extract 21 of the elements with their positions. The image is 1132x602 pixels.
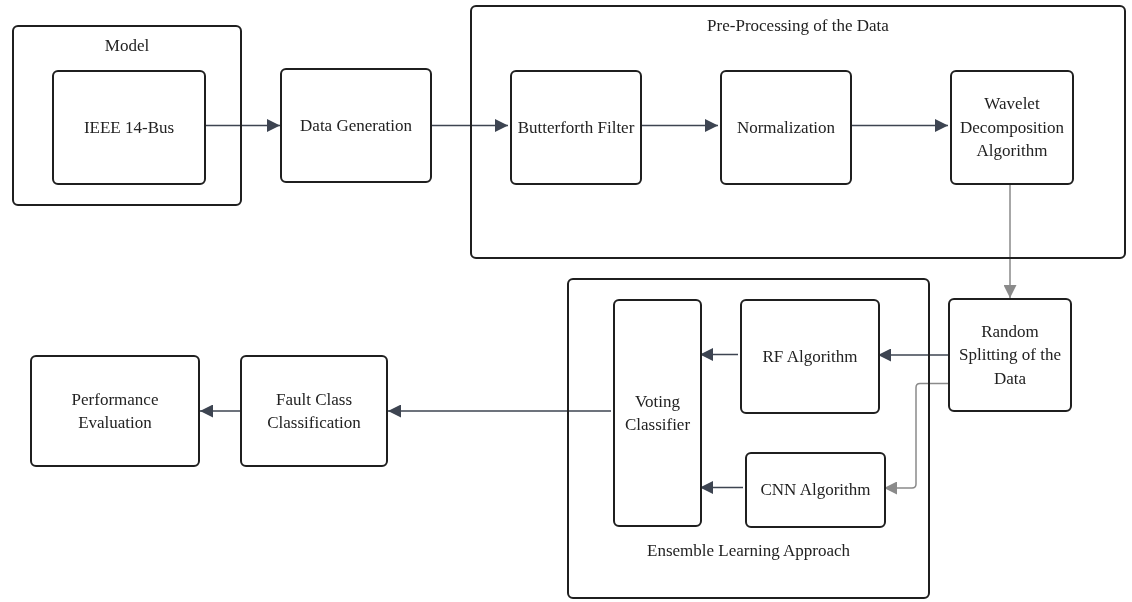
group-title: Ensemble Learning Approach (646, 539, 851, 561)
process-box: Random Splitting of the Data (948, 298, 1072, 412)
process-box: Butterforth Filter (510, 70, 642, 185)
process-box: RF Algorithm (740, 299, 880, 414)
process-box: Fault Class Classification (240, 355, 388, 467)
group-frame (567, 278, 930, 599)
group-title: Pre-Processing of the Data (706, 15, 890, 37)
arrow (1003, 182, 1017, 299)
process-box: IEEE 14-Bus (52, 70, 206, 185)
process-box: Voting Classifier (613, 299, 702, 527)
group-frame (470, 5, 1126, 259)
arrow (199, 404, 241, 418)
process-box: CNN Algorithm (745, 452, 886, 528)
process-box: Performance Evaluation (30, 355, 200, 467)
process-box: Normalization (720, 70, 852, 185)
process-box: Wavelet Decomposition Algorithm (950, 70, 1074, 185)
group-frame (12, 25, 242, 206)
process-box: Data Generation (280, 68, 432, 183)
group-title: Model (103, 35, 151, 57)
arrow (387, 404, 612, 418)
arrow (431, 119, 509, 132)
